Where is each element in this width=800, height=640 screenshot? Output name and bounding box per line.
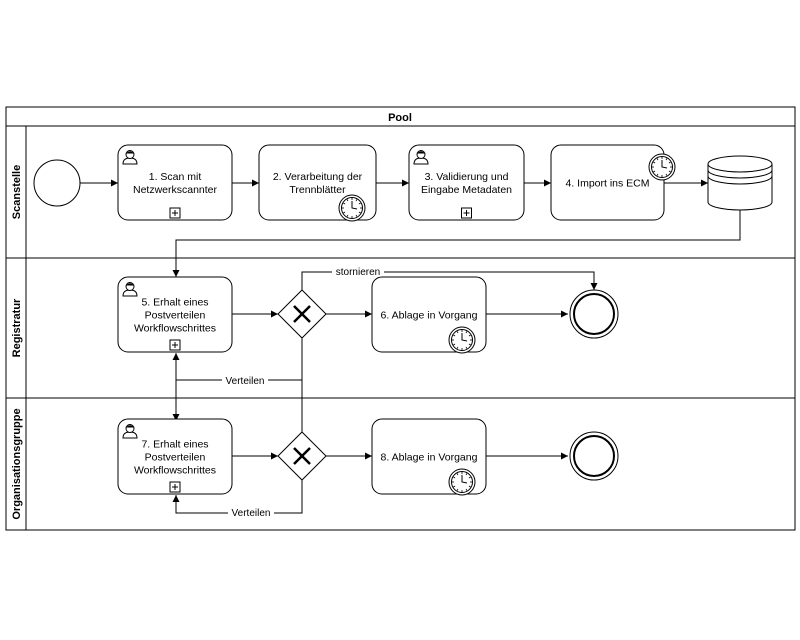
task-label-line: Workflowschrittes xyxy=(134,323,216,335)
user-icon xyxy=(122,424,138,439)
gateway-x-icon xyxy=(293,305,311,323)
end-event-organisation xyxy=(569,431,619,481)
task-label-line: Postverteilen xyxy=(145,310,206,322)
task-label-line: 7. Erhalt eines xyxy=(141,439,208,451)
flow-gateway1-cancel xyxy=(301,271,598,290)
subprocess-marker-icon xyxy=(169,207,181,219)
task-label-line: Trennblätter xyxy=(289,184,346,196)
lane-registratur: Registratur xyxy=(5,257,795,399)
user-icon xyxy=(122,150,138,165)
timer-icon xyxy=(448,468,476,496)
lane-label-registratur: Registratur xyxy=(11,298,23,357)
edge-label-distribute-registratur: Verteilen xyxy=(226,376,265,387)
task-label-line: Postverteilen xyxy=(145,452,206,464)
lane-label-organisationsgruppe: Organisationsgruppe xyxy=(11,408,23,519)
lane-organisationsgruppe: Organisationsgruppe xyxy=(5,397,27,531)
lane-label-scanstelle: Scanstelle xyxy=(11,165,23,219)
datastore-icon xyxy=(707,155,773,211)
edge-labels: stornieren Verteilen Verteilen xyxy=(222,265,384,519)
timer-icon xyxy=(448,326,476,354)
end-event-registratur xyxy=(569,289,619,339)
user-icon xyxy=(413,150,429,165)
user-icon xyxy=(122,282,138,297)
start-event xyxy=(33,159,81,207)
lane-scanstelle: Scanstelle xyxy=(5,125,795,259)
pool-title: Pool xyxy=(388,112,412,124)
task-label-line: 3. Validierung und xyxy=(425,171,509,183)
timer-icon xyxy=(338,194,366,222)
task-4[interactable]: 4. Import ins ECM xyxy=(550,144,676,221)
task-label-line: 8. Ablage in Vorgang xyxy=(381,452,478,464)
task-8[interactable]: 8. Ablage in Vorgang xyxy=(371,418,487,496)
task-label-line: Eingabe Metadaten xyxy=(421,184,512,196)
edge-label-distribute-organisation: Verteilen xyxy=(232,508,271,519)
task-label-line: Netzwerkscannter xyxy=(133,184,218,196)
task-6[interactable]: 6. Ablage in Vorgang xyxy=(371,276,487,354)
task-7[interactable]: 7. Erhalt einesPostverteilenWorkflowschr… xyxy=(117,418,233,495)
task-label-line: Workflowschrittes xyxy=(134,465,216,477)
task-label-line: 1. Scan mit xyxy=(149,171,202,183)
edge-label-cancel: stornieren xyxy=(336,267,380,278)
task-5[interactable]: 5. Erhalt einesPostverteilenWorkflowschr… xyxy=(117,276,233,353)
flow-datastore-to-task5 xyxy=(172,209,741,277)
subprocess-marker-icon xyxy=(169,339,181,351)
exclusive-gateway-registratur xyxy=(277,289,327,339)
task-label-line: 5. Erhalt eines xyxy=(141,297,208,309)
task-label-line: 6. Ablage in Vorgang xyxy=(381,310,478,322)
gateway-x-icon xyxy=(293,447,311,465)
timer-icon xyxy=(648,153,676,181)
exclusive-gateway-organisation xyxy=(277,431,327,481)
subprocess-marker-icon xyxy=(169,481,181,493)
subprocess-marker-icon xyxy=(461,207,472,219)
task-label-line: 2. Verarbeitung der xyxy=(273,171,363,183)
task-label-line: 4. Import ins ECM xyxy=(565,178,649,190)
